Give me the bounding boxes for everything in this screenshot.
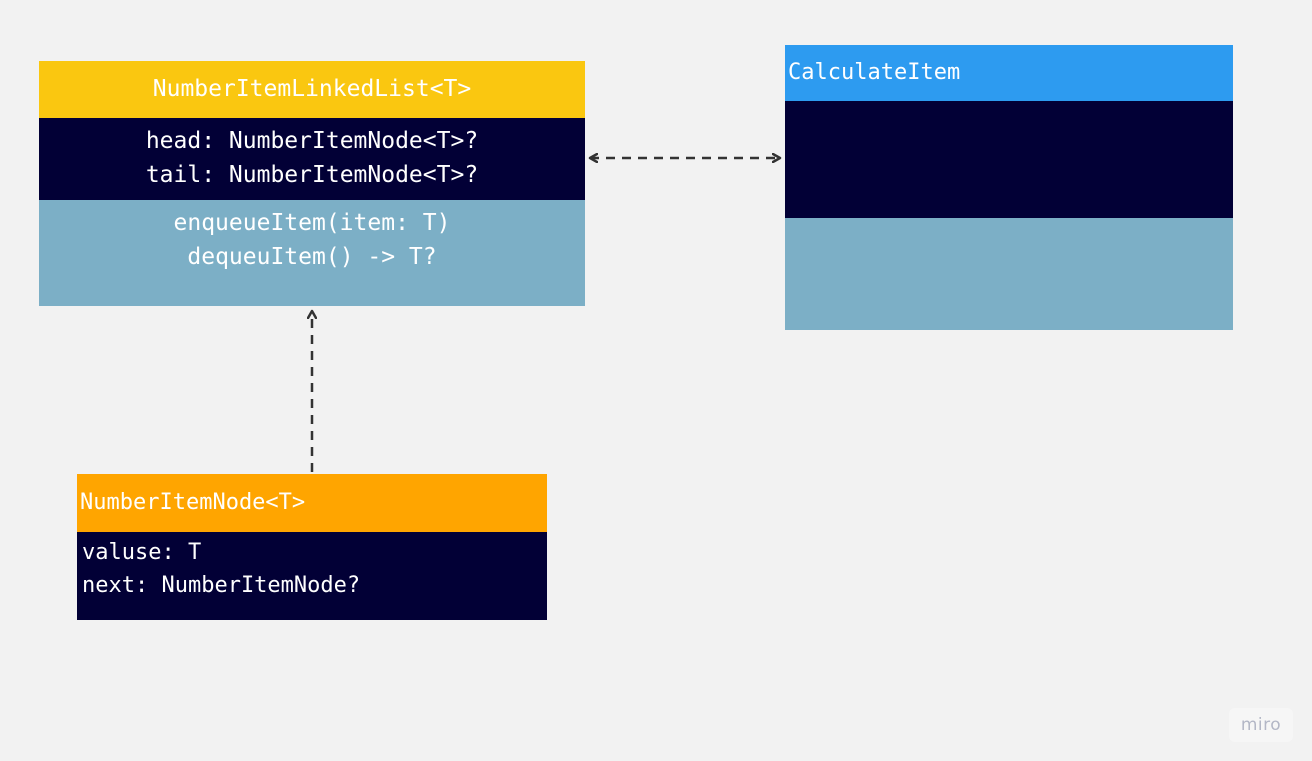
property-valuse: valuse: T <box>82 540 202 565</box>
properties-section: valuse: T next: NumberItemNode? <box>77 532 547 620</box>
class-name: CalculateItem <box>788 60 961 85</box>
class-box-calculate-item[interactable]: CalculateItem <box>785 45 1233 330</box>
methods-section <box>785 218 1233 330</box>
property-next: next: NumberItemNode? <box>82 573 361 598</box>
class-box-number-item-node[interactable]: NumberItemNode<T> valuse: T next: Number… <box>77 474 547 620</box>
class-box-number-item-linked-list[interactable]: NumberItemLinkedList<T> head: NumberItem… <box>39 61 585 306</box>
property-head: head: NumberItemNode<T>? <box>145 128 479 154</box>
properties-section: head: NumberItemNode<T>? tail: NumberIte… <box>39 118 585 200</box>
properties-section <box>785 101 1233 218</box>
property-tail: tail: NumberItemNode<T>? <box>145 162 479 188</box>
class-name: NumberItemNode<T> <box>80 490 306 515</box>
miro-watermark[interactable]: miro <box>1229 708 1293 742</box>
class-header: NumberItemLinkedList<T> <box>39 61 585 118</box>
method-enqueue-item: enqueueItem(item: T) <box>173 210 451 236</box>
class-header: NumberItemNode<T> <box>77 474 547 532</box>
class-name: NumberItemLinkedList<T> <box>152 76 472 102</box>
methods-section: enqueueItem(item: T) dequeuItem() -> T? <box>39 200 585 306</box>
class-header: CalculateItem <box>785 45 1233 101</box>
method-dequeu-item: dequeuItem() -> T? <box>187 244 437 270</box>
